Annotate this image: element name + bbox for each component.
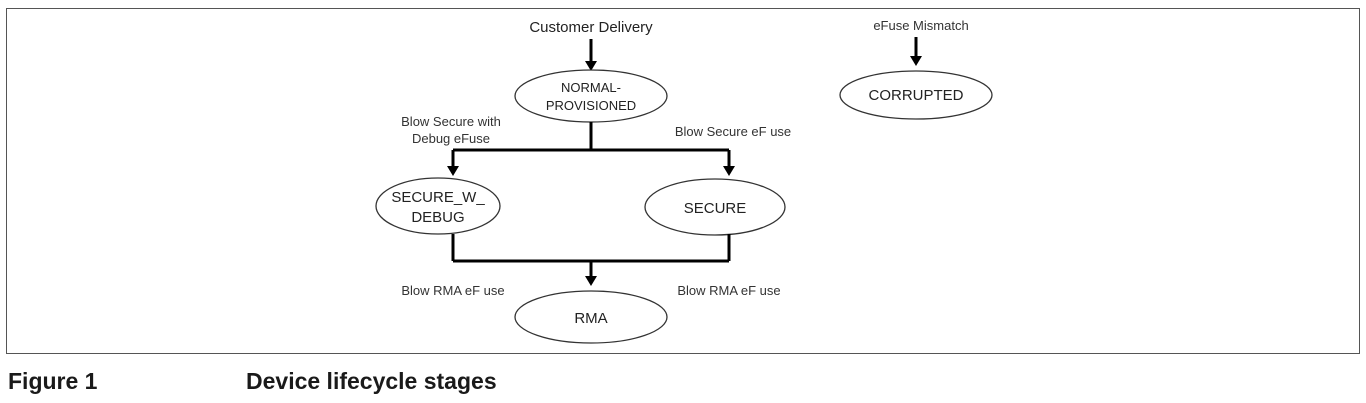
lifecycle-diagram: Customer Delivery NORMAL- PROVISIONED eF…	[375, 18, 993, 344]
secure-label: SECURE	[684, 200, 747, 217]
to-rma-arrowhead	[585, 276, 597, 286]
node-secure-w-debug: SECURE_W_ DEBUG	[375, 177, 501, 235]
blow-rma-left-label: Blow RMA eF use	[401, 283, 504, 298]
blow-secure-with-debug-label-line1: Blow Secure with	[401, 114, 501, 129]
figure-title: Device lifecycle stages	[246, 368, 497, 394]
node-secure: SECURE	[644, 178, 786, 236]
corrupted-label: CORRUPTED	[868, 87, 963, 104]
figure-number: Figure 1	[8, 368, 98, 394]
figure-caption: Figure 1 Device lifecycle stages	[8, 368, 1358, 402]
customer-delivery-label: Customer Delivery	[529, 19, 653, 36]
corrupted-ellipse	[839, 70, 993, 120]
to-secure-w-debug-arrowhead	[447, 166, 459, 176]
to-secure-arrowhead	[723, 166, 735, 176]
customer-delivery-arrowhead	[585, 61, 597, 71]
blow-secure-label: Blow Secure eF use	[675, 124, 791, 139]
efuse-mismatch-label: eFuse Mismatch	[873, 18, 968, 33]
node-normal-provisioned: NORMAL- PROVISIONED	[514, 69, 668, 123]
normal-provisioned-ellipse	[514, 69, 668, 123]
rma-label: RMA	[574, 310, 607, 327]
secure-ellipse	[644, 178, 786, 236]
normal-provisioned-label-line1: NORMAL-	[561, 80, 621, 95]
node-rma: RMA	[514, 290, 668, 344]
blow-rma-right-label: Blow RMA eF use	[677, 283, 780, 298]
efuse-mismatch-arrowhead	[910, 56, 922, 66]
blow-secure-with-debug-label-line2: Debug eFuse	[412, 131, 490, 146]
secure-w-debug-label-line2: DEBUG	[411, 209, 464, 226]
rma-ellipse	[514, 290, 668, 344]
secure-w-debug-ellipse	[375, 177, 501, 235]
normal-provisioned-label-line2: PROVISIONED	[546, 98, 636, 113]
diagram-frame: Customer Delivery NORMAL- PROVISIONED eF…	[6, 8, 1360, 354]
node-corrupted: CORRUPTED	[839, 70, 993, 120]
secure-w-debug-label-line1: SECURE_W_	[391, 189, 485, 206]
